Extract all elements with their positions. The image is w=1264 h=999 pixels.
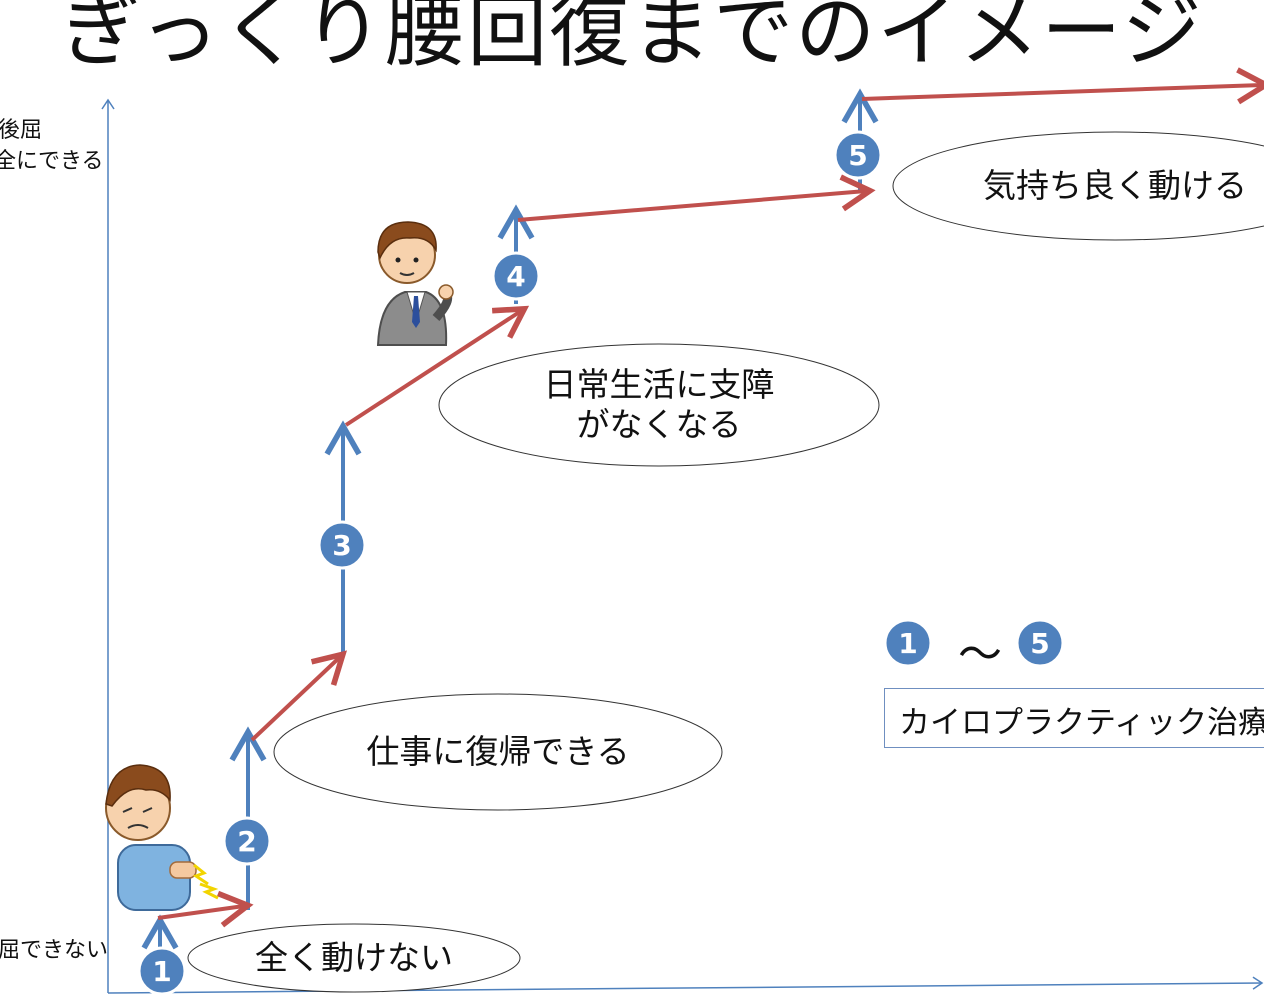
stage-1-label: 全く動けない xyxy=(255,938,453,977)
legend-from-number: 1 xyxy=(898,627,917,660)
badge-3-number: 3 xyxy=(332,529,351,562)
stage-1-ellipse xyxy=(187,923,521,993)
badge-3: 3 xyxy=(317,520,367,570)
x-axis xyxy=(107,976,1264,994)
legend-badge-from: 1 xyxy=(883,618,933,668)
y-axis-top-label-line2: 全にできる xyxy=(0,149,104,174)
badge-1-number: 1 xyxy=(152,955,171,988)
legend-box: カイロプラクティック治療 xyxy=(884,688,1264,748)
legend-tilde: ～ xyxy=(958,629,1002,680)
red-arrow-4 xyxy=(517,174,876,222)
page-title: ぎっくり腰回復までのイメージ xyxy=(60,0,1204,78)
red-arrow-1 xyxy=(157,890,254,928)
y-axis-bottom-label: 屈できない xyxy=(0,938,109,963)
man-with-back-pain-icon xyxy=(105,764,219,911)
badge-4: 4 xyxy=(491,251,541,301)
legend-text: カイロプラクティック治療 xyxy=(899,705,1264,741)
badge-2: 2 xyxy=(222,816,272,866)
y-axis-top-label-line1: 後屈 xyxy=(0,118,43,143)
stage-5-ellipse xyxy=(892,131,1264,241)
red-arrow-3 xyxy=(344,305,530,427)
badge-5-number: 5 xyxy=(848,139,867,172)
stage-3-label-line1: 日常生活に支障 xyxy=(543,365,775,404)
red-arrow-2 xyxy=(250,650,348,742)
legend-to-number: 5 xyxy=(1030,627,1049,660)
badge-1: 1 xyxy=(137,946,187,996)
stage-2-ellipse xyxy=(273,693,723,811)
stage-2-label: 仕事に復帰できる xyxy=(366,732,630,771)
badge-4-number: 4 xyxy=(506,260,525,293)
stage-3-label-line2: がなくなる xyxy=(576,405,742,444)
businessman-fist-pump-icon xyxy=(376,221,454,346)
badge-5: 5 xyxy=(833,130,883,180)
stage-3-ellipse xyxy=(438,343,880,467)
stage-5-label: 気持ち良く動ける xyxy=(983,166,1247,205)
red-arrow-5 xyxy=(861,67,1264,105)
legend-badge-to: 5 xyxy=(1015,618,1065,668)
badge-2-number: 2 xyxy=(237,825,256,858)
